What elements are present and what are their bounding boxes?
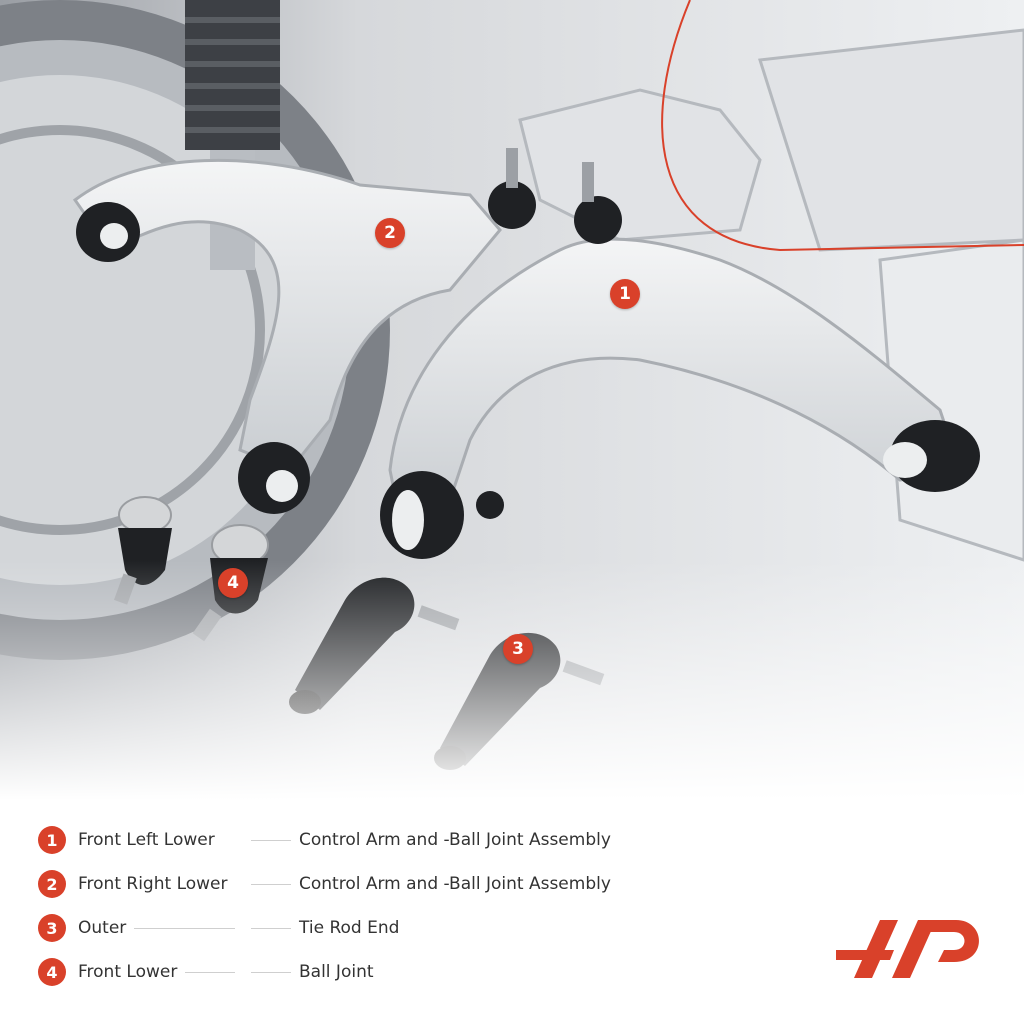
callout-part-1: 1 (610, 279, 640, 309)
legend-divider (251, 927, 291, 929)
legend-badge: 2 (38, 870, 66, 898)
legend-badge: 1 (38, 826, 66, 854)
control-arm-left (380, 162, 980, 559)
suspension-scene (0, 0, 1024, 800)
legend-divider (251, 883, 291, 885)
legend-row: 4 Front Lower Ball Joint (38, 956, 738, 988)
legend-divider (185, 971, 235, 973)
legend-badge: 3 (38, 914, 66, 942)
legend-row: 3 Outer Tie Rod End (38, 912, 738, 944)
chassis (518, 28, 1024, 562)
legend-position-label: Front Right Lower (78, 874, 228, 894)
brand-logo (836, 920, 979, 978)
callout-part-3: 3 (503, 634, 533, 664)
legend-position-label: Outer (78, 918, 127, 938)
legend-row: 1 Front Left Lower Control Arm and -Ball… (38, 824, 738, 856)
legend-divider (251, 971, 291, 973)
callout-part-2: 2 (375, 218, 405, 248)
scene-fade (0, 560, 1024, 800)
legend-part-label: Tie Rod End (299, 918, 400, 938)
legend-divider (134, 927, 235, 929)
legend-part-label: Control Arm and -Ball Joint Assembly (299, 874, 611, 894)
red-accent-line (661, 0, 1024, 252)
legend-position-label: Front Left Lower (78, 830, 215, 850)
legend-position-label: Front Lower (78, 962, 178, 982)
legend-divider (251, 839, 291, 841)
callout-part-4: 4 (218, 568, 248, 598)
legend-part-label: Control Arm and -Ball Joint Assembly (299, 830, 611, 850)
legend-row: 2 Front Right Lower Control Arm and -Bal… (38, 868, 738, 900)
legend-badge: 4 (38, 958, 66, 986)
legend-part-label: Ball Joint (299, 962, 374, 982)
